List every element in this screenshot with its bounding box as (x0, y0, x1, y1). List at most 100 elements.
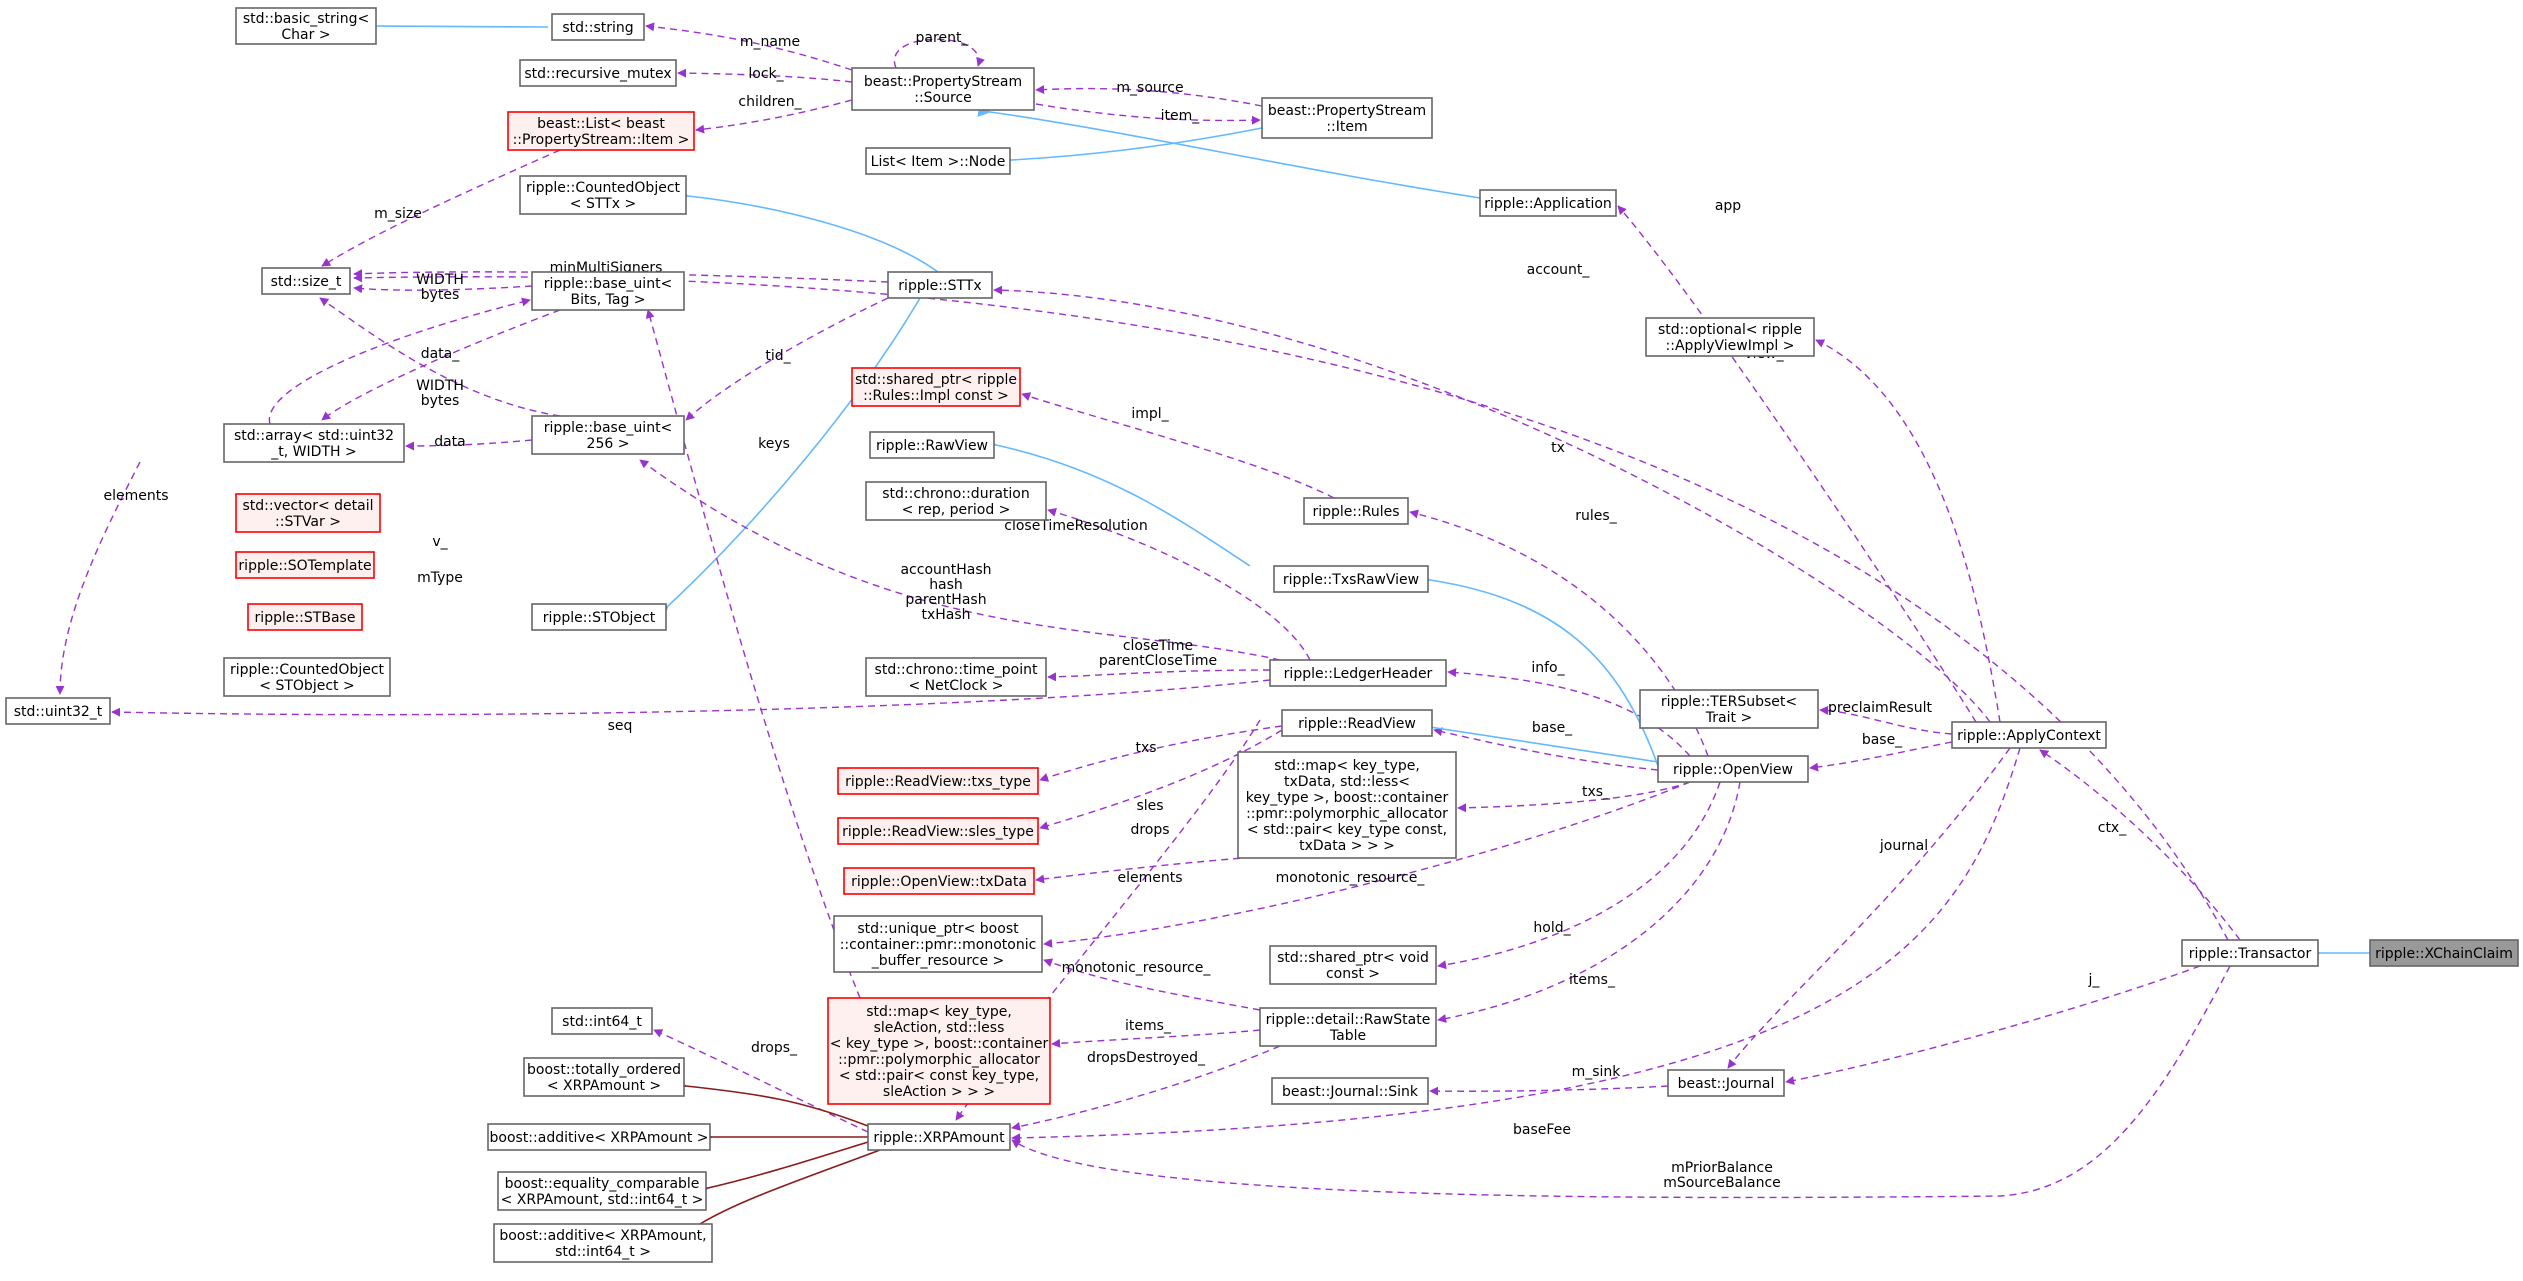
edge-label-info: info_ (1531, 660, 1565, 676)
node-optional-applyview[interactable]: std::optional< ripple::ApplyViewImpl > (1645, 317, 1815, 357)
node-unique-ptr-monotonic[interactable]: std::unique_ptr< boost::container::pmr::… (833, 915, 1043, 973)
usage-edge (1011, 965, 2231, 1199)
node-property-item[interactable]: beast::PropertyStream::Item (1261, 97, 1433, 139)
node-label: Trait > (1705, 710, 1752, 726)
node-property-source[interactable]: beast::PropertyStream::Source (851, 67, 1035, 111)
node-sttx[interactable]: ripple::STTx (887, 271, 993, 299)
node-base-uint-bits[interactable]: ripple::base_uint<Bits, Tag > (531, 271, 685, 311)
node-base-uint-256[interactable]: ripple::base_uint<256 > (531, 415, 685, 455)
usage-edge (1437, 781, 1741, 1023)
node-size-t[interactable]: std::size_t (261, 267, 351, 295)
node-label: ripple::base_uint< (544, 420, 673, 436)
node-box (833, 915, 1043, 973)
edge-label-base-openview: base_ (1532, 720, 1573, 736)
node-sles-type[interactable]: ripple::ReadView::sles_type (837, 817, 1039, 845)
node-stobject[interactable]: ripple::STObject (531, 603, 667, 631)
node-list-item-node[interactable]: List< Item >::Node (865, 147, 1011, 175)
node-stbase[interactable]: ripple::STBase (247, 603, 363, 631)
node-uint32-t[interactable]: std::uint32_t (5, 697, 111, 725)
node-box (487, 1123, 711, 1151)
node-label: Char > (281, 27, 330, 43)
node-readview[interactable]: ripple::ReadView (1281, 709, 1433, 737)
node-xchainclaim[interactable]: ripple::XChainClaim (2369, 939, 2519, 967)
node-label: std::chrono::time_point (875, 662, 1038, 678)
node-label: beast::List< beast (537, 116, 665, 132)
node-label: beast::Journal::Sink (1282, 1084, 1419, 1100)
node-counted-sttx[interactable]: ripple::CountedObject< STTx > (519, 175, 687, 215)
node-box (223, 423, 405, 463)
node-label: ripple::XChainClaim (2375, 946, 2513, 962)
edge-label-tid: tid_ (765, 348, 791, 364)
node-box (851, 67, 1035, 111)
node-label: sleAction > > > (883, 1084, 995, 1100)
node-applycontext[interactable]: ripple::ApplyContext (1951, 721, 2107, 749)
node-transactor[interactable]: ripple::Transactor (2181, 939, 2319, 967)
node-box (869, 431, 995, 459)
node-additive[interactable]: boost::additive< XRPAmount > (487, 1123, 711, 1151)
usage-edge (695, 99, 853, 134)
node-box (1645, 317, 1815, 357)
usage-edge (1043, 958, 1261, 1011)
edge-label-hashes: parentHash (905, 592, 986, 608)
node-label: std::int64_t (562, 1014, 642, 1030)
node-rawview[interactable]: ripple::RawView (869, 431, 995, 459)
node-int64-t[interactable]: std::int64_t (551, 1007, 653, 1035)
node-tersubset[interactable]: ripple::TERSubset<Trait > (1639, 689, 1819, 729)
node-txs-type[interactable]: ripple::ReadView::txs_type (837, 767, 1039, 795)
node-journal[interactable]: beast::Journal (1667, 1069, 1785, 1097)
node-box (1261, 97, 1433, 139)
node-openview[interactable]: ripple::OpenView (1657, 755, 1809, 783)
node-label: key_type >, boost::container (1246, 790, 1449, 806)
node-vector-stvar[interactable]: std::vector< detail::STVar > (235, 493, 381, 533)
edge-label-ctx: ctx_ (2098, 820, 2127, 836)
node-label: boost::additive< XRPAmount, (499, 1228, 706, 1244)
node-sotemplate[interactable]: ripple::SOTemplate (235, 551, 375, 579)
node-application[interactable]: ripple::Application (1479, 189, 1617, 217)
node-journal-sink[interactable]: beast::Journal::Sink (1271, 1077, 1429, 1105)
node-box (519, 59, 677, 87)
edge-label-v: v_ (432, 534, 448, 550)
node-rules[interactable]: ripple::Rules (1303, 497, 1409, 525)
node-txdata[interactable]: ripple::OpenView::txData (843, 867, 1035, 895)
node-totally-ordered[interactable]: boost::totally_ordered< XRPAmount > (523, 1057, 685, 1097)
node-time-point[interactable]: std::chrono::time_point< NetClock > (865, 657, 1047, 697)
node-beast-list[interactable]: beast::List< beast::PropertyStream::Item… (507, 111, 695, 151)
node-box (523, 1057, 685, 1097)
node-ledgerheader[interactable]: ripple::LedgerHeader (1269, 659, 1447, 687)
node-box (2181, 939, 2319, 967)
node-std-string[interactable]: std::string (551, 13, 645, 41)
node-counted-stobject[interactable]: ripple::CountedObject< STObject > (223, 657, 391, 697)
node-txsrawview[interactable]: ripple::TxsRawView (1273, 565, 1429, 593)
node-label: ::ApplyViewImpl > (1666, 338, 1795, 354)
node-xrpamount[interactable]: ripple::XRPAmount (867, 1123, 1011, 1151)
inheritance-edge (983, 436, 1251, 567)
node-equality-comparable[interactable]: boost::equality_comparable< XRPAmount, s… (497, 1171, 707, 1211)
node-box (235, 7, 377, 45)
node-additive-int64[interactable]: boost::additive< XRPAmount,std::int64_t … (493, 1223, 713, 1263)
edge-label-items-raw: items_ (1125, 1018, 1172, 1034)
usage-edge (353, 284, 533, 294)
node-map-sleaction[interactable]: std::map< key_type,sleAction, std::less<… (827, 997, 1051, 1105)
usage-edge (1047, 669, 1271, 682)
edge-label-impl: impl_ (1131, 406, 1169, 422)
node-label: _t, WIDTH > (270, 444, 356, 460)
node-label: std::int64_t > (555, 1244, 651, 1260)
node-map-txdata[interactable]: std::map< key_type,txData, std::less<key… (1237, 751, 1457, 859)
node-label: ripple::STObject (543, 610, 656, 626)
node-basic-string[interactable]: std::basic_string<Char > (235, 7, 377, 45)
edge-label-closetime: closeTime (1123, 638, 1193, 654)
node-duration[interactable]: std::chrono::duration< rep, period > (865, 481, 1047, 521)
node-label: ripple::TxsRawView (1283, 572, 1419, 588)
node-label: < rep, period > (902, 502, 1011, 518)
edge-label-item: item_ (1161, 108, 1201, 124)
node-shared-rules-impl[interactable]: std::shared_ptr< ripple::Rules::Impl con… (851, 367, 1021, 407)
node-box (551, 13, 645, 41)
node-recursive-mutex[interactable]: std::recursive_mutex (519, 59, 677, 87)
node-array-uint32[interactable]: std::array< std::uint32_t, WIDTH > (223, 423, 405, 463)
node-label: ::Source (914, 90, 972, 106)
node-label: < STObject > (259, 678, 354, 694)
node-label: const > (1326, 966, 1380, 982)
usage-edge (319, 297, 561, 417)
